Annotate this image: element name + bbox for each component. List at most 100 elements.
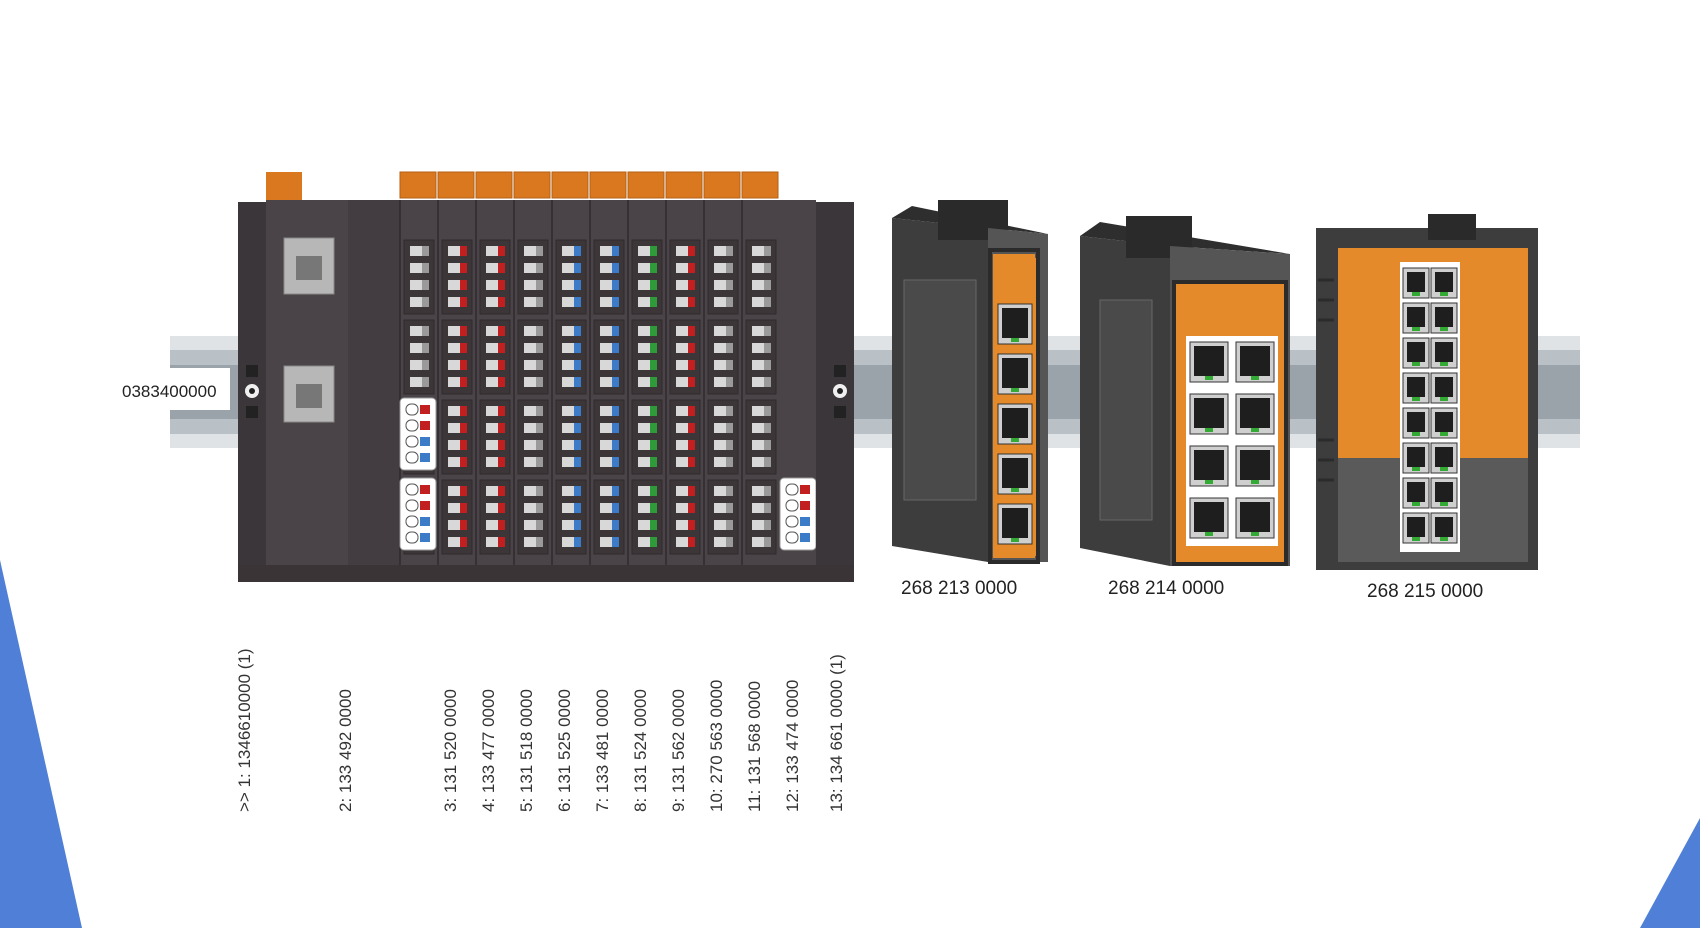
terminal-point-icon [562, 326, 574, 336]
corner-accent-right [1640, 818, 1700, 928]
terminal-point-icon [562, 406, 574, 416]
led-indicator-icon [574, 360, 581, 370]
terminal-point-icon [486, 486, 498, 496]
terminal-point-icon [638, 520, 650, 530]
led-indicator-icon [650, 263, 657, 273]
terminal-point-icon [600, 280, 612, 290]
plug-connector [513, 171, 551, 199]
led-indicator-icon [650, 280, 657, 290]
led-indicator-icon [536, 440, 543, 450]
terminal-point-icon [638, 503, 650, 513]
led-indicator-icon [650, 486, 657, 496]
led-indicator-icon [726, 360, 733, 370]
terminal-point-icon [524, 406, 536, 416]
led-indicator-icon [650, 377, 657, 387]
terminal-point-icon [752, 423, 764, 433]
led-indicator-icon [574, 326, 581, 336]
ethernet-port-icon [1402, 372, 1430, 404]
plug-connector [703, 171, 741, 199]
led-indicator-icon [498, 326, 505, 336]
plug-connector [437, 171, 475, 199]
plug-connector [551, 171, 589, 199]
terminal-point-icon [676, 326, 688, 336]
rail-label-bg [112, 368, 230, 410]
led-indicator-icon [536, 377, 543, 387]
led-indicator-icon [650, 503, 657, 513]
terminal-point-icon [638, 406, 650, 416]
terminal-point-icon [676, 520, 688, 530]
terminal-point-icon [524, 343, 536, 353]
led-indicator-icon [498, 440, 505, 450]
plug-connector [475, 171, 513, 199]
ethernet-port-icon [1402, 302, 1430, 334]
led-indicator-icon [612, 246, 619, 256]
terminal-point-icon [524, 457, 536, 467]
led-indicator-icon [536, 406, 543, 416]
terminal-point-icon [600, 343, 612, 353]
terminal-point-icon [410, 263, 422, 273]
terminal-point-icon [448, 520, 460, 530]
terminal-point-icon [600, 440, 612, 450]
terminal-point-icon [676, 280, 688, 290]
ethernet-port-icon [1430, 302, 1458, 334]
terminal-point-icon [410, 377, 422, 387]
terminal-point-icon [676, 406, 688, 416]
terminal-point-icon [714, 280, 726, 290]
terminal-point-icon [752, 297, 764, 307]
led-indicator-icon [498, 280, 505, 290]
led-indicator-icon [764, 406, 771, 416]
led-indicator-icon [650, 343, 657, 353]
led-indicator-icon [536, 343, 543, 353]
module-label: 5: 131 518 0000 [517, 689, 536, 812]
led-indicator-icon [726, 486, 733, 496]
led-indicator-icon [650, 423, 657, 433]
led-indicator-icon [574, 537, 581, 547]
terminal-point-icon [676, 486, 688, 496]
terminal-point-icon [714, 360, 726, 370]
led-indicator-icon [574, 520, 581, 530]
terminal-point-icon [562, 263, 574, 273]
led-indicator-icon [612, 520, 619, 530]
terminal-point-icon [524, 263, 536, 273]
led-indicator-icon [498, 423, 505, 433]
terminal-point-icon [448, 377, 460, 387]
led-indicator-icon [688, 520, 695, 530]
ethernet-port-icon [283, 365, 335, 423]
led-indicator-icon [460, 406, 467, 416]
led-indicator-icon [650, 326, 657, 336]
led-indicator-icon [536, 280, 543, 290]
led-indicator-icon [726, 440, 733, 450]
terminal-point-icon [486, 343, 498, 353]
led-indicator-icon [460, 343, 467, 353]
led-indicator-icon [726, 377, 733, 387]
led-indicator-icon [688, 326, 695, 336]
terminal-point-icon [524, 520, 536, 530]
switch-3-part-number: 268 215 0000 [1367, 581, 1483, 602]
led-indicator-icon [498, 297, 505, 307]
terminal-point-icon [752, 280, 764, 290]
terminal-point-icon [562, 377, 574, 387]
terminal-point-icon [714, 486, 726, 496]
terminal-point-icon [638, 280, 650, 290]
led-indicator-icon [764, 440, 771, 450]
terminal-point-icon [562, 457, 574, 467]
led-indicator-icon [460, 377, 467, 387]
led-indicator-icon [612, 280, 619, 290]
led-indicator-icon [726, 457, 733, 467]
ethernet-port-icon [1235, 393, 1275, 435]
ethernet-port-icon [997, 503, 1033, 545]
terminal-point-icon [714, 457, 726, 467]
terminal-point-icon [524, 537, 536, 547]
led-indicator-icon [536, 297, 543, 307]
terminal-point-icon [638, 343, 650, 353]
terminal-point-icon [562, 486, 574, 496]
terminal-point-icon [752, 457, 764, 467]
terminal-point-icon [600, 377, 612, 387]
led-indicator-icon [688, 343, 695, 353]
led-indicator-icon [422, 246, 429, 256]
terminal-point-icon [600, 246, 612, 256]
terminal-point-icon [600, 503, 612, 513]
led-indicator-icon [536, 246, 543, 256]
terminal-point-icon [562, 343, 574, 353]
